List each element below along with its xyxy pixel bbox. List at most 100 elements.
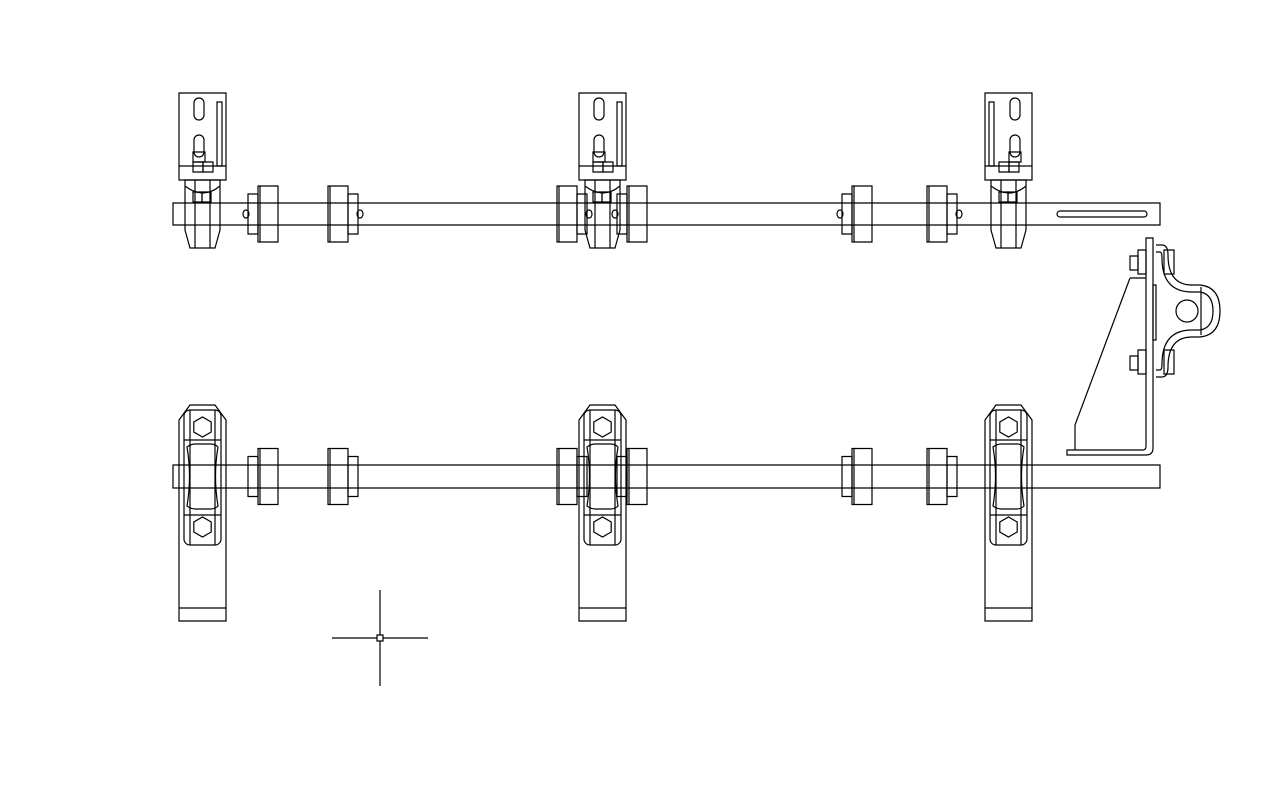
roller-hanger [985, 405, 1032, 621]
clamp-curve [585, 186, 620, 193]
roller-disc [557, 186, 577, 242]
roller-collar [842, 457, 852, 497]
hanger-body [579, 405, 626, 621]
pipe-hole [1176, 300, 1198, 322]
bracket-slot [594, 135, 604, 157]
roller-disc [258, 186, 278, 242]
spacer-roller [842, 186, 872, 242]
bracket-slot [194, 98, 204, 120]
hanger-bracket [985, 93, 1032, 248]
roller-disc [627, 449, 647, 505]
bolt-shank [1130, 256, 1138, 270]
nut [593, 162, 603, 172]
nut [193, 162, 203, 172]
roller-collar [248, 457, 258, 497]
top-shaft-slot [1057, 211, 1147, 217]
grooved-wheel [587, 444, 618, 509]
wheel-frame [584, 410, 621, 545]
top-shaft [173, 203, 1160, 225]
shaft-pin [956, 210, 962, 218]
side-wall-bracket [1067, 238, 1220, 455]
bolt-nut-left [1138, 250, 1146, 274]
roller-collar [947, 457, 957, 497]
wheel-frame [184, 410, 221, 545]
shaft-pin [612, 210, 618, 218]
shaft-pin [837, 210, 843, 218]
clamp-nut [602, 192, 611, 202]
roller-collar [348, 457, 358, 497]
bracket-slot [594, 98, 604, 120]
pipe-clamp-outer [1156, 245, 1220, 377]
spacer-roller [557, 186, 587, 242]
bracket-slot [194, 135, 204, 157]
top-rail-assembly [173, 93, 1160, 248]
roller-hanger [179, 405, 226, 621]
nut [999, 162, 1009, 172]
roller-disc [258, 449, 278, 505]
nut [203, 162, 213, 172]
grooved-wheel [993, 444, 1024, 509]
pipe-clamp-inner [1156, 252, 1213, 370]
bottom-bolt-nut [594, 517, 611, 537]
grooved-wheel [187, 444, 218, 509]
spacer-roller [248, 186, 278, 242]
roller-disc [852, 449, 872, 505]
bolt-nut-outer [1164, 250, 1174, 274]
hanger-bracket [579, 93, 626, 248]
wheel-frame [990, 410, 1027, 545]
spacer-roller [927, 186, 957, 242]
spacer-roller [927, 449, 957, 505]
hanger-bracket [179, 93, 226, 248]
bottom-bolt-nut [1000, 517, 1017, 537]
crosshair-pickbox [377, 635, 383, 641]
bottom-rail-assembly [173, 405, 1160, 621]
spacer-roller [328, 186, 358, 242]
shaft-pin [586, 210, 592, 218]
bracket-rib [989, 102, 994, 166]
bracket-slot [1010, 135, 1020, 157]
roller-disc [328, 186, 348, 242]
bracket-slot [1010, 98, 1020, 120]
shaft-clamp [585, 180, 620, 248]
clamp-curve [991, 186, 1026, 193]
roller-disc [927, 186, 947, 242]
shaft-clamp [991, 180, 1026, 248]
roller-disc [927, 449, 947, 505]
top-bolt-nut [594, 417, 611, 437]
hanger-body [985, 405, 1032, 621]
bracket-rib [217, 102, 222, 166]
clamp-nut [1008, 192, 1017, 202]
bolt-nut-outer [1164, 350, 1174, 374]
nut [1009, 162, 1019, 172]
gusset-plate [1075, 278, 1146, 450]
shaft-clamp [185, 180, 220, 248]
clamp-nut [202, 192, 211, 202]
bracket-rib [617, 102, 622, 166]
roller-hanger [579, 405, 626, 621]
nut [603, 162, 613, 172]
angle-bracket [1067, 238, 1153, 455]
shaft-pin [357, 210, 363, 218]
top-bolt-nut [194, 417, 211, 437]
bolt-shank [1130, 356, 1138, 370]
spacer-roller [557, 449, 587, 505]
bolt-nut-right [1138, 350, 1146, 374]
bottom-shaft [173, 465, 1160, 488]
spacer-roller [617, 186, 647, 242]
roller-disc [557, 449, 577, 505]
clamp-curve [185, 186, 220, 193]
bottom-bolt-nut [194, 517, 211, 537]
spacer-roller [617, 449, 647, 505]
crosshair-icon [332, 590, 428, 686]
roller-disc [627, 186, 647, 242]
roller-disc [328, 449, 348, 505]
backing-plate [1153, 285, 1156, 340]
hanger-body [179, 405, 226, 621]
top-bolt-nut [1000, 417, 1017, 437]
spacer-roller [842, 449, 872, 505]
spacer-roller [248, 449, 278, 505]
shaft-pin [243, 210, 249, 218]
roller-disc [852, 186, 872, 242]
